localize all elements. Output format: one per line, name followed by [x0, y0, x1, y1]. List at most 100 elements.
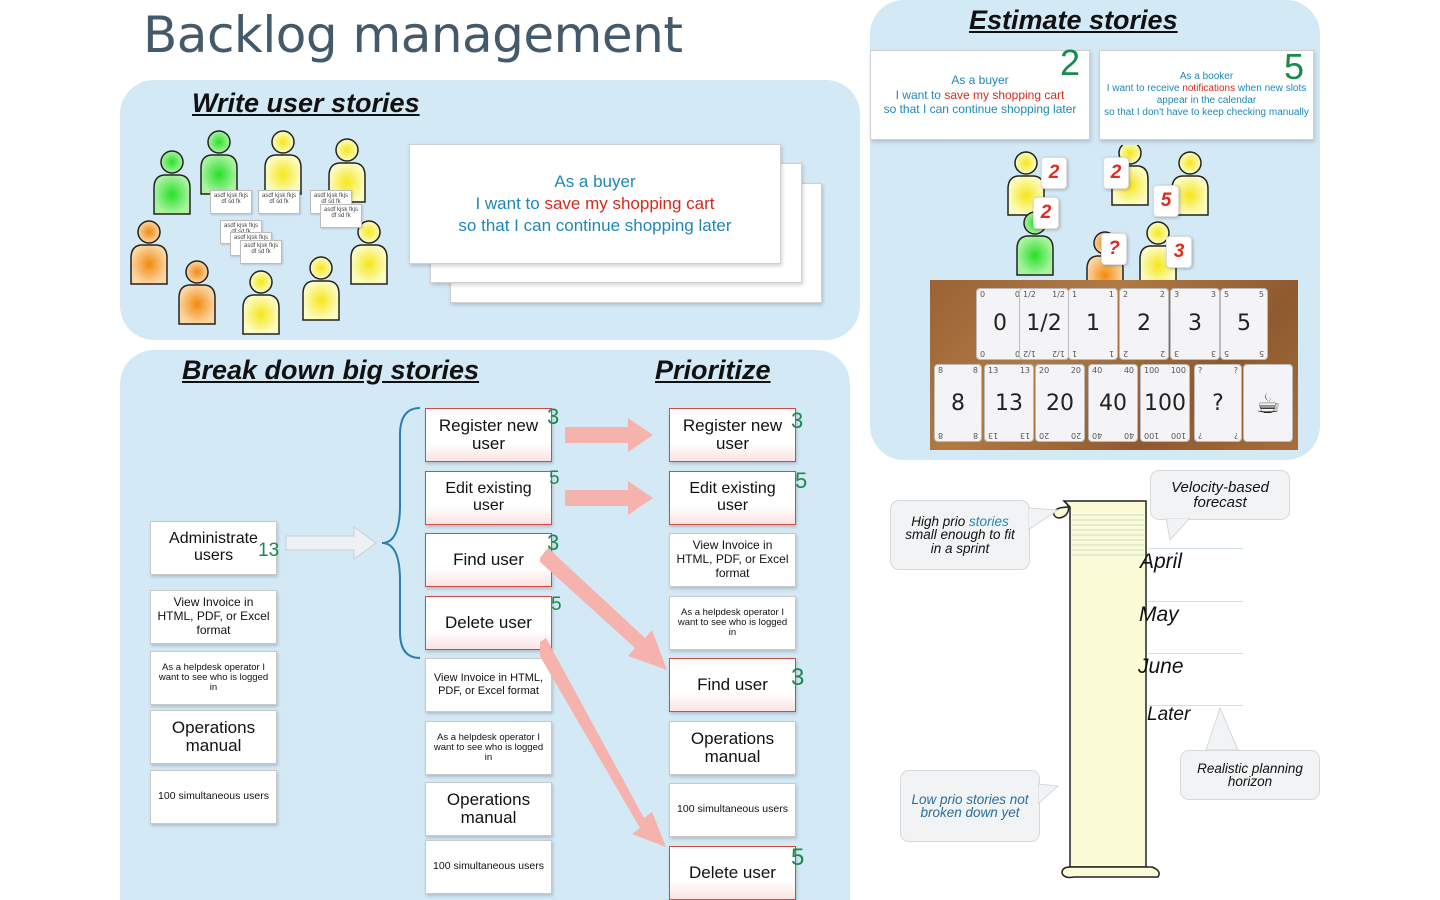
story-role: As a buyer [951, 73, 1009, 88]
story-points: 3 [791, 664, 805, 691]
forecast-line [1148, 548, 1243, 549]
prioritized-story: As a helpdesk operator I want to see who… [669, 596, 796, 650]
estimate-vote-badge: 2 [1103, 157, 1129, 189]
breakdown-title: Break down big stories [182, 355, 480, 385]
epic-card: Administrate users [150, 521, 277, 575]
forecast-month: May [1139, 603, 1179, 626]
story-card-split: Edit existing user [425, 471, 552, 525]
story-goal: save my shopping cart [544, 193, 715, 213]
story-card: Operations manual [150, 710, 277, 764]
estimate-title: Estimate stories [969, 5, 1178, 35]
epic-points: 13 [258, 540, 280, 561]
low-prio-callout: Low prio stories not broken down yet [900, 770, 1040, 842]
story-want-prefix: I want to [475, 193, 545, 213]
estimate-vote-badge: 3 [1166, 236, 1192, 268]
forecast-month: Later [1147, 704, 1191, 725]
story-points: 5 [795, 468, 808, 493]
estimate-vote-badge: 2 [1041, 157, 1067, 189]
story-card: As a helpdesk operator I want to see who… [150, 651, 277, 705]
high-prio-callout: High prio stories small enough to fit in… [890, 500, 1030, 570]
prioritized-story: Find user [669, 658, 796, 712]
story-card: View Invoice in HTML, PDF, or Excel form… [150, 590, 277, 644]
estimate-points: 2 [1060, 42, 1081, 83]
poker-card: ????? [1194, 364, 1242, 442]
story-points: 3 [547, 530, 560, 555]
story-role: As a booker [1179, 71, 1234, 82]
prioritized-story: Register new user [669, 408, 796, 462]
breakdown-arrow [285, 407, 421, 659]
forecast-month: June [1138, 655, 1184, 678]
forecast-month: April [1140, 550, 1183, 573]
backlog-scroll [1053, 500, 1160, 879]
forecast-line [1148, 601, 1243, 602]
coffee-icon: ☕ [1255, 387, 1281, 420]
estimate-vote-badge: 5 [1153, 185, 1179, 217]
story-want-suffix: when new slots appear in the calendar [1156, 83, 1307, 106]
prioritized-story: Delete user [669, 846, 796, 900]
prioritized-story: 100 simultaneous users [669, 783, 796, 837]
story-points: 5 [551, 594, 562, 615]
story-goal: notifications [1182, 83, 1236, 94]
story-benefit: so that I can continue shopping later [458, 216, 732, 236]
prioritized-story: Operations manual [669, 721, 796, 775]
callout-highlight: stories [969, 513, 1009, 529]
draft-story-card: asdf kjsk fkjs df sd fk [210, 190, 252, 214]
story-goal: save my shopping cart [944, 87, 1065, 102]
story-card: Operations manual [425, 782, 552, 836]
story-card: 100 simultaneous users [425, 840, 552, 894]
write-stories-title: Write user stories [192, 88, 420, 118]
story-points: 5 [549, 468, 560, 489]
prioritized-story: View Invoice in HTML, PDF, or Excel form… [669, 533, 796, 587]
prioritize-title: Prioritize [655, 355, 771, 385]
forecast-line [1148, 653, 1243, 654]
callout-pointer [1038, 783, 1060, 805]
story-card-split: Delete user [425, 596, 552, 650]
draft-story-card: asdf kjsk fkjs df sd fk [240, 240, 282, 264]
story-card-split: Register new user [425, 408, 552, 462]
story-role: As a buyer [554, 171, 636, 191]
priority-arrows [540, 418, 667, 847]
forecast-line [1148, 705, 1243, 706]
draft-story-card: asdf kjsk fkjs df sd fk [258, 190, 300, 214]
story-card: View Invoice in HTML, PDF, or Excel form… [425, 658, 552, 712]
story-benefit: so that I can continue shopping later [883, 102, 1077, 117]
estimated-story-card: As a booker I want to receive notificati… [1099, 50, 1314, 140]
page-title: Backlog management [143, 6, 683, 64]
horizon-callout: Realistic planning horizon [1180, 750, 1320, 800]
estimated-story-card: As a buyer I want to save my shopping ca… [870, 50, 1090, 140]
estimate-vote-badge: ? [1101, 233, 1127, 265]
story-points: 3 [791, 408, 804, 433]
velocity-callout: Velocity-based forecast [1150, 470, 1290, 520]
callout-pointer [1028, 507, 1060, 531]
story-want-prefix: I want to [895, 87, 945, 102]
draft-story-card: asdf kjsk fkjs df sd fk [320, 204, 362, 228]
story-benefit: so that I don't have to keep checking ma… [1104, 107, 1309, 118]
story-card-front: As a buyer I want to save my shopping ca… [409, 144, 781, 264]
story-card: As a helpdesk operator I want to see who… [425, 721, 552, 775]
poker-card-coffee: ☕ [1243, 364, 1293, 442]
story-card-split: Find user [425, 533, 552, 587]
callout-text: small enough to fit in a sprint [905, 527, 1015, 556]
story-want-prefix: I want to receive [1106, 83, 1183, 94]
story-card: 100 simultaneous users [150, 770, 277, 824]
callout-pointer [1205, 706, 1239, 751]
story-points: 3 [547, 404, 560, 429]
estimate-vote-badge: 2 [1033, 197, 1059, 229]
story-points: 5 [791, 844, 805, 871]
callout-text: High prio [911, 513, 969, 529]
prioritized-story: Edit existing user [669, 471, 796, 525]
callout-pointer [1166, 518, 1191, 542]
estimate-points: 5 [1284, 46, 1305, 87]
